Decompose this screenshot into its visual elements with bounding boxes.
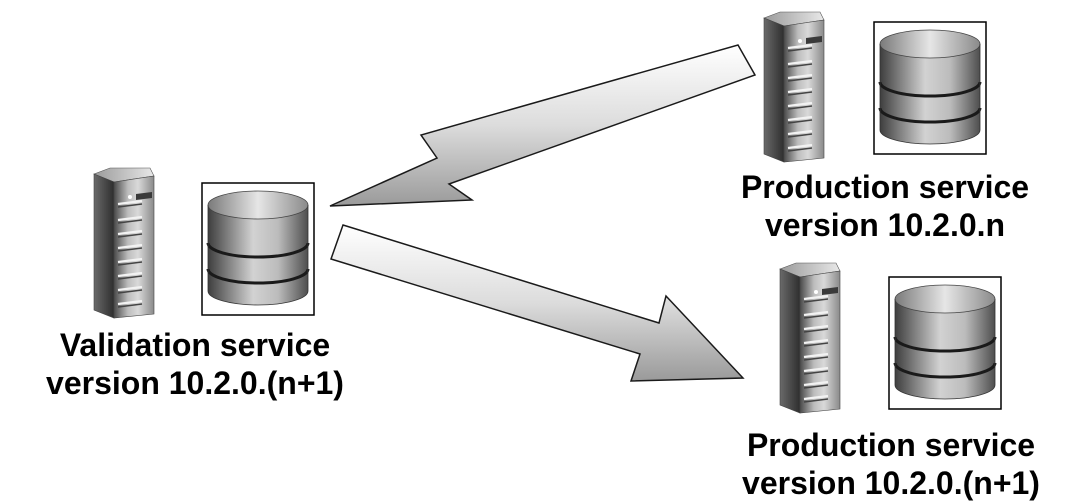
database-cylinder-icon [887,275,1003,411]
validation-service-name: Validation service [59,327,331,363]
arrow-production-to-validation [329,44,757,207]
production-current-name: Production service [740,169,1030,205]
production-upgraded-version: version 10.2.0.(n+1) [742,465,1040,501]
production-current-label: Production service version 10.2.0.n [700,168,1070,244]
arrow-validation-to-production [330,224,745,382]
production-upgraded-label: Production service version 10.2.0.(n+1) [706,426,1076,502]
database-cylinder-icon [200,181,316,317]
production-current-version: version 10.2.0.n [764,207,1006,243]
validation-service-label: Validation service version 10.2.0.(n+1) [10,326,380,402]
validation-service-version: version 10.2.0.(n+1) [46,365,344,401]
production-upgraded-node [778,261,1003,415]
server-tower-icon [762,10,826,164]
server-tower-icon [778,261,842,415]
server-tower-icon [92,166,156,320]
production-current-node [762,10,988,164]
production-upgraded-name: Production service [746,427,1036,463]
validation-node [92,166,316,320]
database-cylinder-icon [872,20,988,156]
